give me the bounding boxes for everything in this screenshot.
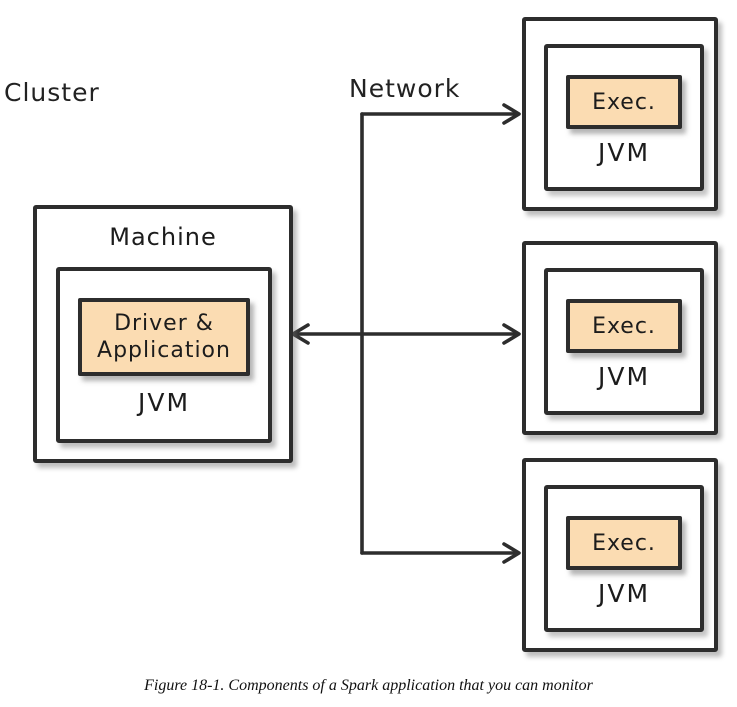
arrowhead-icon: [502, 542, 521, 564]
arrowhead-icon: [502, 323, 521, 345]
machine-title: Machine: [109, 223, 217, 251]
machine-box: Machine Driver & Application JVM: [33, 205, 293, 463]
executor-2-jvm-box: Exec. JVM: [544, 268, 704, 415]
executor-3-jvm-label: JVM: [597, 579, 651, 608]
arrowhead-icon: [291, 323, 310, 345]
network-label: Network: [349, 74, 461, 103]
driver-jvm-box: Driver & Application JVM: [56, 267, 272, 443]
executor-2-jvm-label: JVM: [597, 362, 651, 391]
executor-2-exec-box: Exec.: [566, 299, 682, 353]
executor-3-jvm-box: Exec. JVM: [544, 485, 704, 632]
driver-application-box: Driver & Application: [78, 298, 250, 376]
driver-jvm-label: JVM: [137, 388, 191, 417]
executor-box-1: Exec. JVM: [522, 17, 718, 211]
cluster-label: Cluster: [4, 78, 100, 107]
executor-1-jvm-box: Exec. JVM: [544, 44, 704, 191]
arrowhead-icon: [502, 103, 521, 125]
executor-3-exec-box: Exec.: [566, 516, 682, 570]
figure-caption: Figure 18-1. Components of a Spark appli…: [144, 677, 593, 694]
executor-box-2: Exec. JVM: [522, 241, 718, 435]
executor-1-jvm-label: JVM: [597, 138, 651, 167]
executor-1-exec-box: Exec.: [566, 75, 682, 129]
executor-box-3: Exec. JVM: [522, 458, 718, 652]
